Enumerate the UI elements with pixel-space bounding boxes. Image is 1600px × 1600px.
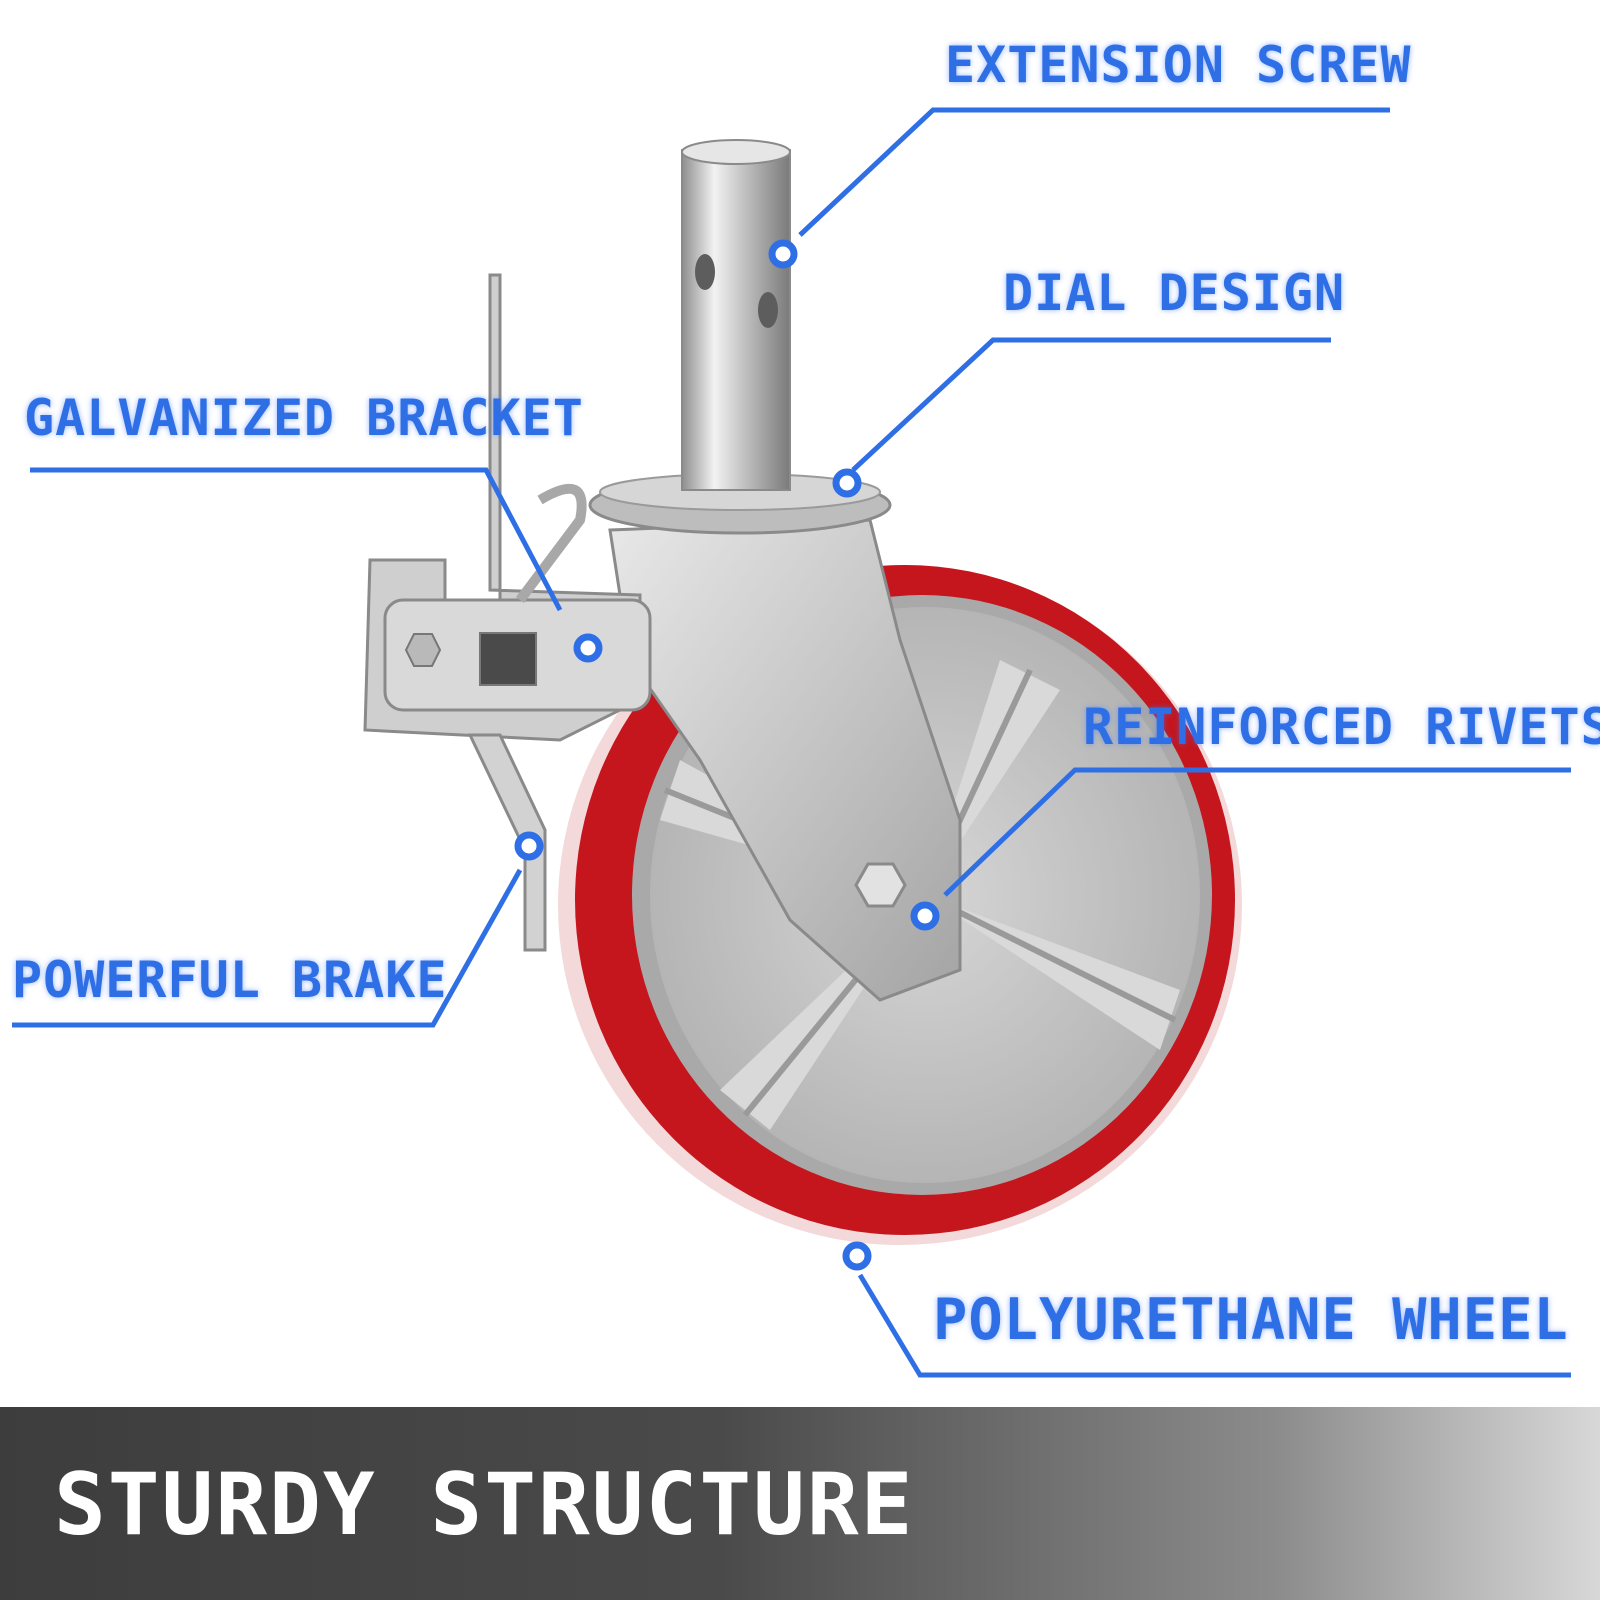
label-dial-design: DIAL DESIGN [1003, 264, 1346, 322]
pipe-hole [758, 292, 778, 328]
banner-title: STURDY STRUCTURE [54, 1455, 915, 1555]
leader-reinforced-rivets [943, 767, 1571, 897]
feature-banner: STURDY STRUCTURE [0, 1407, 1600, 1600]
bracket [363, 273, 652, 742]
label-powerful-brake: POWERFUL BRAKE [12, 951, 448, 1009]
dot-dial-design [832, 468, 862, 498]
label-extension-screw: EXTENSION SCREW [945, 36, 1412, 94]
leader-dial-design [851, 337, 1331, 472]
leader-extension-screw [798, 107, 1390, 237]
label-reinforced-rivets: REINFORCED RIVETS [1083, 698, 1600, 756]
callout-lines [12, 107, 1571, 1378]
swivel-fork [588, 473, 962, 1002]
dot-reinforced-rivets [910, 901, 940, 931]
pipe-hole [695, 254, 715, 290]
bracket-slot [479, 632, 537, 686]
label-polyurethane-wheel: POLYURETHANE WHEEL [933, 1287, 1569, 1353]
dot-galvanized-bracket [573, 633, 603, 663]
dot-polyurethane-wheel [842, 1241, 872, 1271]
extension-pipe [681, 139, 791, 491]
label-galvanized-bracket: GALVANIZED BRACKET [24, 389, 584, 447]
leader-polyurethane-wheel [857, 1273, 1571, 1378]
dot-extension-screw [768, 239, 798, 269]
dot-powerful-brake [514, 831, 544, 861]
wheel-spoke [925, 895, 1180, 1050]
leader-powerful-brake [12, 868, 523, 1028]
leader-galvanized-bracket [30, 467, 563, 612]
callout-dots [514, 239, 940, 1271]
axle-nut [854, 862, 907, 908]
